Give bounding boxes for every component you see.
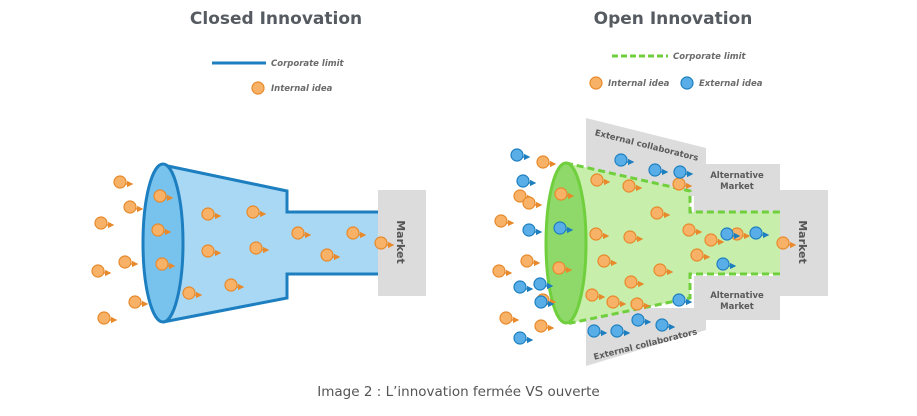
internal-idea-dot [590,173,611,187]
alt-market-bottom-label-2: Market [720,302,754,312]
internal-idea-dot [499,311,520,325]
legend-external-idea: External idea [699,79,763,89]
legend-corporate-limit: Corporate limit [673,52,747,62]
open-ideas [492,148,797,345]
internal-idea-dot [224,278,245,292]
internal-idea-dot [653,263,674,277]
closed-innovation-panel: Closed Innovation Corporate limit Intern… [91,9,426,325]
internal-idea-dot [97,311,118,325]
external-idea-swatch [680,76,694,90]
open-title: Open Innovation [594,9,753,29]
internal-idea-dot [624,275,645,289]
external-collaborators-bottom-box [586,308,706,366]
alt-market-bottom-label-1: Alternative [710,291,764,301]
internal-idea-dot [536,155,557,169]
internal-idea-dot [534,319,555,333]
external-idea-dot [534,295,555,309]
closed-market-label: Market [394,220,407,264]
internal-idea-dot [492,264,513,278]
internal-idea-dot [246,205,267,219]
internal-idea-dot [597,254,618,268]
external-idea-dot [533,277,554,291]
external-idea-dot [522,223,543,237]
internal-idea-dot [128,295,149,309]
internal-idea-dot [704,233,725,247]
internal-idea-dot [91,264,112,278]
external-idea-dot [648,163,669,177]
open-market-label: Market [796,220,809,264]
internal-idea-dot [118,255,139,269]
legend-internal-idea: Internal idea [608,79,670,89]
external-idea-dot [673,165,694,179]
internal-idea-dot [201,207,222,221]
external-idea-dot [614,153,635,167]
closed-funnel [141,162,378,324]
internal-idea-dot [522,196,543,210]
internal-idea-dot [123,200,144,214]
internal-idea-dot [494,214,515,228]
internal-idea-dot [672,177,693,191]
alternative-market-top-box [694,164,780,212]
external-idea-dot [510,148,531,162]
internal-idea-dot [249,241,270,255]
figure-caption: Image 2 : L’innovation fermée VS ouverte [317,384,600,400]
external-idea-dot [610,324,631,338]
internal-idea-dot [682,223,703,237]
internal-idea-dot [291,226,312,240]
open-gray-regions [586,118,828,366]
external-idea-dot [716,257,737,271]
external-idea-dot [553,221,574,235]
closed-title: Closed Innovation [190,9,362,29]
closed-ideas [91,175,395,325]
open-funnel [544,161,780,326]
internal-idea-dot [320,248,341,262]
internal-idea-dot [346,226,367,240]
internal-idea-dot [585,288,606,302]
external-idea-dot [513,331,534,345]
internal-idea-dot [606,295,627,309]
internal-idea-dot [622,179,643,193]
alt-market-top-label-2: Market [720,182,754,192]
external-idea-dot [516,174,537,188]
internal-idea-dot [94,216,115,230]
external-idea-dot [587,324,608,338]
internal-idea-dot [113,175,134,189]
internal-idea-dot [182,286,203,300]
open-innovation-panel: Open Innovation Corporate limit Internal… [492,9,828,366]
internal-idea-dot [623,230,644,244]
alt-market-top-label-1: Alternative [710,171,764,181]
external-idea-dot [749,226,770,240]
internal-idea-dot [155,257,176,271]
internal-idea-swatch [589,76,603,90]
external-idea-dot [513,280,534,294]
internal-idea-dot [630,297,651,311]
internal-idea-dot [690,248,711,262]
external-idea-dot [655,318,676,332]
internal-idea-dot [520,254,541,268]
internal-idea-swatch [251,81,265,95]
external-idea-dot [720,227,741,241]
external-idea-dot [631,313,652,327]
internal-idea-dot [552,261,573,275]
closed-legend: Corporate limit Internal idea [212,59,345,95]
internal-idea-dot [201,244,222,258]
legend-internal-idea: Internal idea [271,84,333,94]
internal-idea-dot [151,223,172,237]
internal-idea-dot [374,236,395,250]
internal-idea-dot [153,189,174,203]
open-legend: Corporate limit Internal idea External i… [589,52,763,90]
internal-idea-dot [650,206,671,220]
internal-idea-dot [589,227,610,241]
legend-corporate-limit: Corporate limit [271,59,345,69]
internal-idea-dot [776,236,797,250]
external-idea-dot [672,293,693,307]
alternative-market-bottom-box [694,276,780,320]
internal-idea-dot [554,187,575,201]
